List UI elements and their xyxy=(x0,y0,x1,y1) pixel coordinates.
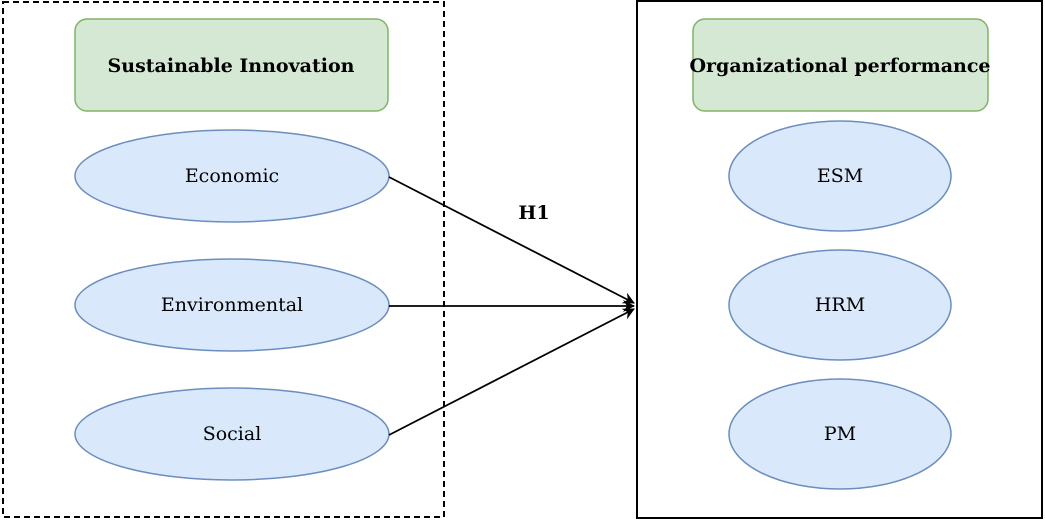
sustainable-innovation-title: Sustainable Innovation xyxy=(108,55,355,77)
oval-pm-label: PM xyxy=(824,423,856,445)
organizational-performance-title: Organizational performance xyxy=(689,55,990,77)
sustainable-innovation-container xyxy=(2,1,445,518)
oval-social-label: Social xyxy=(203,423,262,445)
oval-economic-label: Economic xyxy=(185,165,279,187)
oval-esm: ESM xyxy=(728,120,952,232)
arrow-economic-to-performance xyxy=(388,176,635,304)
sustainable-innovation-title-box: Sustainable Innovation xyxy=(74,18,389,112)
organizational-performance-title-box: Organizational performance xyxy=(689,18,991,112)
oval-hrm: HRM xyxy=(728,249,952,361)
oval-esm-label: ESM xyxy=(817,165,863,187)
oval-social: Social xyxy=(74,387,390,481)
oval-environmental-label: Environmental xyxy=(161,294,303,316)
oval-economic: Economic xyxy=(74,129,390,223)
oval-hrm-label: HRM xyxy=(815,294,865,316)
oval-environmental: Environmental xyxy=(74,258,390,352)
arrow-social-to-performance xyxy=(388,308,635,436)
hypothesis-label: H1 xyxy=(518,202,549,224)
organizational-performance-container xyxy=(636,0,1043,519)
oval-pm: PM xyxy=(728,378,952,490)
